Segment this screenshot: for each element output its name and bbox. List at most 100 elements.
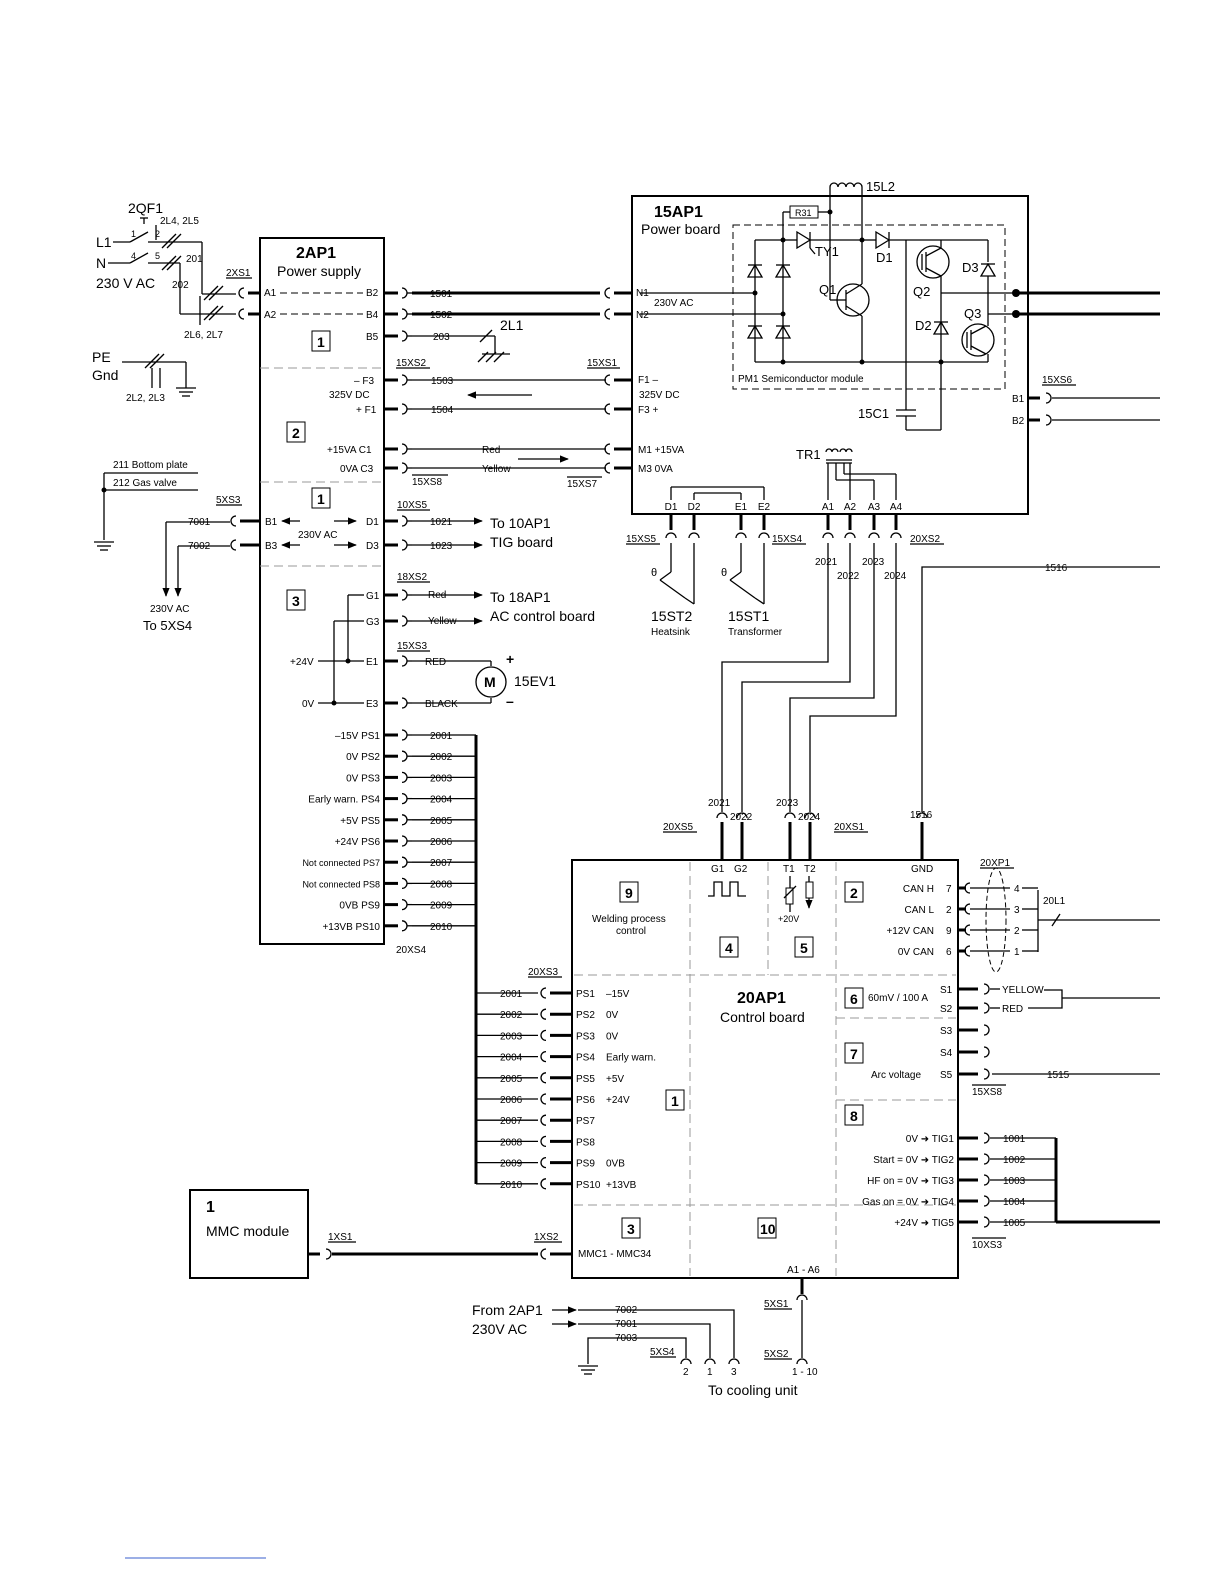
- can-label: +12V CAN: [886, 926, 934, 937]
- pin-n2: N2: [636, 310, 649, 321]
- motor-icon: [475, 666, 507, 698]
- pin-2-cooling: 2: [683, 1367, 689, 1378]
- can-wire-number: 2: [1014, 926, 1020, 937]
- pin-d3: D3: [366, 541, 379, 552]
- ps-pin-20ap1: PS10: [576, 1180, 601, 1191]
- ps-voltage-20ap1: 0V: [606, 1031, 619, 1042]
- diode-d3-icon: [979, 262, 997, 277]
- gnd-label: Gnd: [92, 367, 118, 383]
- section-4-marker: 4: [725, 940, 733, 956]
- wire-1501: 1501: [430, 289, 453, 300]
- can-wire-number: 3: [1014, 905, 1020, 916]
- pin-t1: T1: [783, 864, 795, 875]
- section-5-marker: 5: [800, 940, 808, 956]
- pin-e2-15ap1: E2: [758, 502, 771, 513]
- pe-label: PE: [92, 349, 111, 365]
- ps-pin-20ap1: PS6: [576, 1095, 595, 1106]
- ps-voltage-20ap1: +13VB: [606, 1180, 637, 1191]
- wire-red: Red: [482, 445, 500, 456]
- pulse-icon: [708, 881, 746, 897]
- diode-d1: D1: [876, 250, 893, 265]
- mains-input: 2QF1 L1 N 230 V AC 1 2 4 5 2L4, 2L5 201 …: [92, 200, 242, 633]
- ps-wire-label-20ap1: 2004: [500, 1053, 523, 1064]
- can-label: CAN L: [905, 905, 935, 916]
- tig-wire-label: 1003: [1003, 1176, 1026, 1187]
- ps-wire-label: 2002: [430, 752, 453, 763]
- pin-d1: D1: [366, 517, 379, 528]
- wire-1023: 1023: [430, 541, 453, 552]
- thermal-switch-15st2: 15ST2: [651, 608, 692, 624]
- pin-5: 5: [155, 251, 160, 261]
- pin-t2: T2: [804, 864, 816, 875]
- ps-pin-20ap1: PS7: [576, 1116, 595, 1127]
- ac-control-board-label: AC control board: [490, 608, 595, 624]
- ps-pin-20ap1: PS9: [576, 1159, 595, 1170]
- welding-process-label: Welding process: [592, 914, 666, 925]
- wire-2023-bottom: 2023: [776, 798, 799, 809]
- pin-f3: – F3: [354, 376, 374, 387]
- section-3-marker-20ap1: 3: [627, 1221, 635, 1237]
- pin-g1: G1: [366, 591, 380, 602]
- pin-g3: G3: [366, 617, 380, 628]
- pin-a2: A2: [264, 310, 277, 321]
- tig-board-label: TIG board: [490, 534, 553, 550]
- pin-a1-15ap1: A1: [822, 502, 835, 513]
- connector-5xs1: 5XS1: [764, 1299, 789, 1310]
- bridge-diode-1: [746, 263, 764, 278]
- 20ap1-title: 20AP1: [737, 990, 786, 1007]
- ps-voltage-20ap1: 0VB: [606, 1159, 625, 1170]
- pin-m1: M1 +15VA: [638, 445, 685, 456]
- transformer-tr1: TR1: [796, 447, 821, 462]
- pin-2: 2: [155, 229, 160, 239]
- ps-pin-label: –15V PS1: [335, 731, 380, 742]
- cooling-voltage: 230V AC: [472, 1321, 527, 1337]
- dc-325v-15ap1: 325V DC: [639, 390, 680, 401]
- connector-15xs5: 15XS5: [626, 534, 656, 545]
- connector-15xs3: 15XS3: [397, 641, 427, 652]
- ps-wire-label: 2006: [430, 837, 453, 848]
- connector-15xs7: 15XS7: [567, 479, 597, 490]
- pin-f1-15ap1: F1 –: [638, 375, 658, 386]
- can-pin: 6: [946, 947, 952, 958]
- tig-pin-label: Start = 0V ➜ TIG2: [873, 1155, 954, 1166]
- pin-g1-20ap1: G1: [711, 864, 725, 875]
- diode-d2: D2: [915, 318, 932, 333]
- wire-red-motor: RED: [425, 657, 446, 668]
- pin-s5: S5: [940, 1070, 953, 1081]
- ps-pin-20ap1: PS2: [576, 1010, 595, 1021]
- can-wire-number: 4: [1014, 884, 1020, 895]
- ps-voltage-20ap1: 0V: [606, 1010, 619, 1021]
- ps-wire-label: 2007: [430, 858, 453, 869]
- ps-wire-label-20ap1: 2001: [500, 989, 523, 1000]
- breaker-label: 2QF1: [128, 200, 163, 216]
- can-pin: 7: [946, 884, 952, 895]
- wire-2l4-2l5: 2L4, 2L5: [160, 216, 199, 227]
- ps-wire-label-20ap1: 2008: [500, 1137, 523, 1148]
- ps-voltage-20ap1: –15V: [606, 989, 630, 1000]
- mmc-number: 1: [206, 1199, 215, 1216]
- mains-voltage: 230 V AC: [96, 275, 155, 291]
- ps-wire-label-20ap1: 2002: [500, 1010, 523, 1021]
- wire-1516-top: 1516: [1045, 563, 1068, 574]
- connector-15xs6: 15XS6: [1042, 375, 1072, 386]
- pin-b3: B3: [265, 541, 278, 552]
- connector-18xs2: 18XS2: [397, 572, 427, 583]
- ps-wire-label-20ap1: 2003: [500, 1031, 523, 1042]
- pe-wire-label: 2L2, 2L3: [126, 393, 165, 404]
- fan-15ev1-label: 15EV1: [514, 673, 556, 689]
- connector-15xs1: 15XS1: [587, 358, 617, 369]
- ps-wire-label-20ap1: 2007: [500, 1116, 523, 1127]
- section-2-marker: 2: [292, 425, 300, 441]
- tig-wire-label: 1001: [1003, 1134, 1026, 1145]
- wire-2024-bottom: 2024: [798, 812, 821, 823]
- pin-e1: E1: [366, 657, 379, 668]
- connector-10xs5: 10XS5: [397, 500, 427, 511]
- pin-f3-15ap1: F3 +: [638, 405, 658, 416]
- pin-s1: S1: [940, 985, 953, 996]
- cable-20l1: 20L1: [1043, 896, 1066, 907]
- transformer-icon: [825, 448, 853, 453]
- ps-wire-label: 2008: [430, 879, 453, 890]
- pin-s3: S3: [940, 1026, 953, 1037]
- bridge-diode-2: [774, 263, 792, 278]
